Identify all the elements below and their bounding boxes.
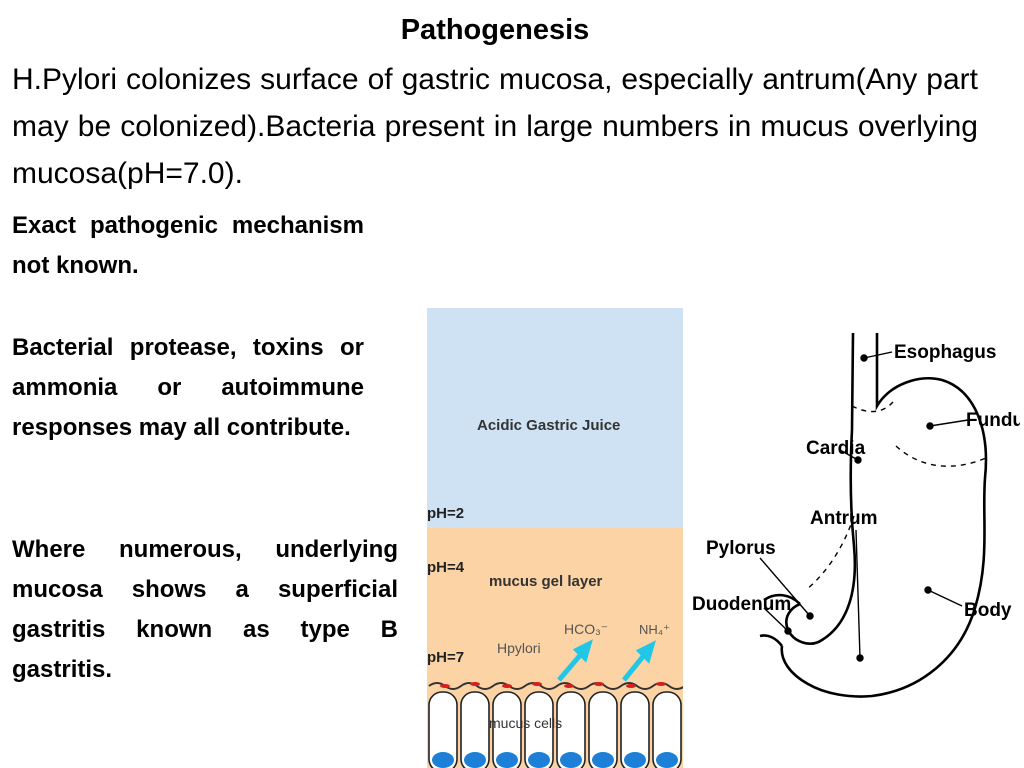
- body-label: Body: [964, 600, 1012, 621]
- slide-title: Pathogenesis: [400, 14, 590, 46]
- mucus-cells: [428, 691, 682, 768]
- nh4-label: NH₄⁺: [639, 622, 670, 637]
- ph2-label: pH=2: [427, 505, 464, 522]
- duodenum-label: Duodenum: [692, 594, 791, 615]
- bullet-mechanism: Exact pathogenic mechanism not known.: [12, 212, 364, 279]
- stomach-diagram: Esophagus Fundus Cardia Antrum Pylorus D…: [692, 332, 1020, 698]
- ph7-label: pH=7: [427, 649, 464, 666]
- intro-paragraph: H.Pylori colonizes surface of gastric mu…: [12, 63, 978, 190]
- gel-label: mucus gel layer: [489, 573, 603, 590]
- cell-nuclei: [432, 752, 678, 768]
- hco3-arrow: [557, 639, 593, 682]
- hco3-label: HCO₃⁻: [564, 621, 608, 637]
- fundus-label: Fundus: [966, 410, 1020, 431]
- bacteria-strip: [428, 682, 683, 690]
- cardia-label: Cardia: [806, 438, 866, 459]
- acid-zone: [427, 308, 683, 528]
- acid-label: Acidic Gastric Juice: [477, 417, 620, 434]
- mucus-layer-figure: Acidic Gastric Juice pH=2 pH=4 mucus gel…: [427, 308, 683, 768]
- hpylori-label: Hpylori: [497, 640, 541, 656]
- antrum-label: Antrum: [810, 508, 878, 529]
- esophagus-label: Esophagus: [894, 342, 996, 363]
- bullet-type-b-gastritis: Where numerous, underlying mucosa shows …: [12, 536, 398, 683]
- nh4-arrow: [622, 640, 656, 682]
- bullet-contributors: Bacterial protease, toxins or ammonia or…: [12, 334, 364, 441]
- ph4-label: pH=4: [427, 559, 465, 576]
- pylorus-label: Pylorus: [706, 538, 776, 559]
- mucus-cells-label: mucus cells: [489, 715, 562, 731]
